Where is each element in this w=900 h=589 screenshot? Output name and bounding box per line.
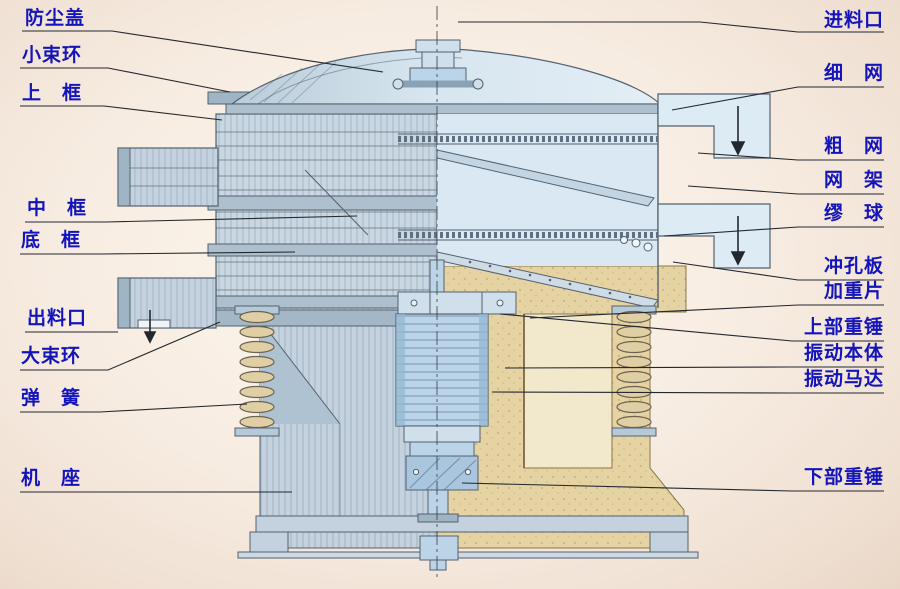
label-coarse-mesh: 粗 网 xyxy=(823,136,884,157)
mesh-screens xyxy=(398,104,659,309)
spring-right xyxy=(611,305,657,437)
label-large-clamp-ring: 大束环 xyxy=(21,346,82,367)
label-discharge-outlet: 出料口 xyxy=(27,308,88,329)
label-bounce-ball: 缪 球 xyxy=(823,203,884,224)
flow-arrow-icons xyxy=(143,106,746,344)
label-upper-frame: 上 框 xyxy=(22,83,83,104)
right-outlet-spouts xyxy=(657,93,771,269)
label-small-clamp-ring: 小束环 xyxy=(22,45,83,66)
label-weight-plate: 加重片 xyxy=(823,281,884,302)
inlet-fitting xyxy=(392,39,484,90)
label-spring: 弹 簧 xyxy=(21,388,82,409)
left-outlet-spouts xyxy=(117,147,219,329)
label-lower-weight: 下部重锤 xyxy=(803,467,884,488)
label-dust-cover: 防尘盖 xyxy=(25,8,86,29)
motor-assembly xyxy=(395,259,517,523)
label-feed-inlet: 进料口 xyxy=(823,10,884,31)
label-vibration-motor: 振动马达 xyxy=(803,369,884,390)
label-vibration-body: 振动本体 xyxy=(803,343,884,364)
base-frame xyxy=(237,515,699,571)
label-machine-base: 机 座 xyxy=(21,468,82,489)
label-middle-frame: 中 框 xyxy=(27,198,88,219)
dome-group xyxy=(225,39,665,115)
frame-stack xyxy=(203,91,448,327)
label-upper-weight: 上部重锤 xyxy=(803,317,884,338)
label-punched-plate: 冲孔板 xyxy=(823,256,884,277)
leader-lines xyxy=(20,21,884,493)
label-mesh-frame: 网 架 xyxy=(823,170,884,191)
label-fine-mesh: 细 网 xyxy=(823,63,884,84)
spring-left xyxy=(234,305,280,437)
label-bottom-frame: 底 框 xyxy=(21,230,82,251)
